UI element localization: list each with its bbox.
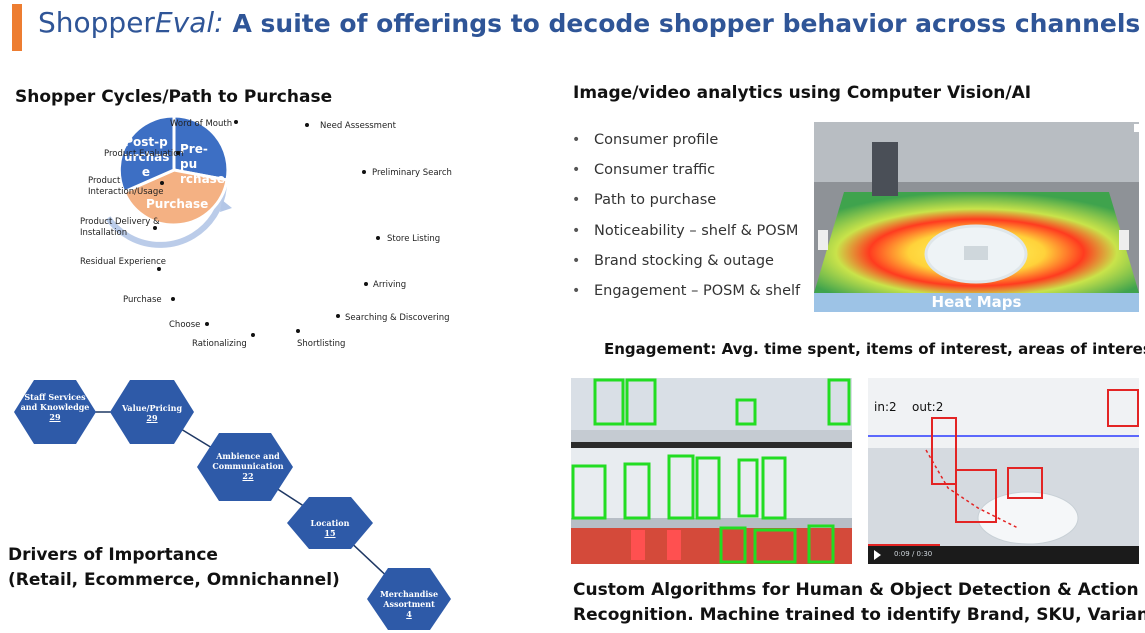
- brand-name: Shopper: [38, 6, 155, 39]
- drivers-heading: Drivers of Importance (Retail, Ecommerce…: [8, 545, 340, 590]
- drivers-hexagon-chain: [14, 380, 451, 630]
- driver-ambience-label: Ambience and Communication 22: [208, 451, 288, 481]
- custom-algorithms-text: Custom Algorithms for Human & Object Det…: [573, 580, 1145, 625]
- shelf-illustration: [571, 378, 852, 564]
- stage-label: Purchase: [123, 295, 162, 305]
- stage-label: Product Evaluation: [104, 149, 184, 159]
- stage-dot: [251, 333, 255, 337]
- cycle-heading: Shopper Cycles/Path to Purchase: [15, 87, 333, 107]
- people-tracking-image: in:2 out:2 0:09 / 0:30: [868, 378, 1139, 564]
- heatmap-illustration: [814, 122, 1139, 312]
- stage-dot: [362, 170, 366, 174]
- tracking-out-count: out:2: [912, 400, 944, 414]
- tracking-illustration: [868, 378, 1139, 564]
- segment-label-pre-purchase: Pre-pu rchase: [180, 142, 225, 186]
- stage-label: Arriving: [373, 280, 407, 290]
- stage-dot: [205, 322, 209, 326]
- stage-dot: [160, 181, 164, 185]
- segment-label-post-purchase: Post-p urchas e: [124, 135, 170, 179]
- page-title: ShopperEval: A suite of offerings to dec…: [38, 6, 1140, 39]
- vision-bullet-list: Consumer profile Consumer traffic Path t…: [572, 132, 800, 313]
- list-item: Engagement – POSM & shelf: [572, 283, 800, 313]
- segment-post-purchase: [117, 114, 176, 194]
- stage-dot: [176, 151, 180, 155]
- driver-merchandise-value: 4: [406, 609, 412, 619]
- stage-dot: [305, 123, 309, 127]
- stage-dot: [157, 267, 161, 271]
- title-accent-bar: [12, 4, 22, 51]
- stage-label: Word of Mouth: [170, 119, 233, 129]
- driver-location-value: 15: [324, 528, 336, 538]
- driver-location-label: Location 15: [295, 518, 365, 538]
- stage-label: Product Delivery & Installation: [80, 217, 160, 238]
- stage-label: Store Listing: [387, 234, 441, 244]
- list-item: Consumer profile: [572, 132, 800, 162]
- stage-label: Need Assessment: [320, 121, 396, 131]
- list-item: Path to purchase: [572, 192, 800, 222]
- stage-dot: [171, 297, 175, 301]
- segment-label-purchase: Purchase: [146, 197, 209, 211]
- tracking-in-count: in:2: [874, 400, 897, 414]
- list-item: Noticeability – shelf & POSM: [572, 223, 800, 253]
- hexagon-ambience: [197, 433, 293, 501]
- heatmap-image: Heat Maps: [814, 122, 1139, 312]
- engagement-heading: Engagement: Avg. time spent, items of in…: [604, 340, 1145, 358]
- brand-name-italic: Eval:: [154, 6, 224, 39]
- stage-dot: [364, 282, 368, 286]
- list-item: Consumer traffic: [572, 162, 800, 192]
- hexagon-merchandise: [367, 568, 451, 630]
- driver-merchandise-label: Merchandise Assortment 4: [374, 589, 444, 619]
- stage-label: Product Interaction/Usage: [88, 176, 164, 197]
- shelf-detection-image: [571, 378, 852, 564]
- driver-value-value: 29: [146, 413, 158, 423]
- hexagon-value: [110, 380, 194, 444]
- shopper-cycle-diagram: Pre-pu rchase Purchase Post-p urchas e W…: [0, 108, 470, 358]
- stage-label: Residual Experience: [80, 257, 167, 267]
- driver-ambience-value: 22: [242, 471, 254, 481]
- page-subtitle: A suite of offerings to decode shopper b…: [232, 9, 1141, 38]
- stage-dot: [296, 329, 300, 333]
- heatmap-caption: Heat Maps: [814, 293, 1139, 312]
- stage-label: Searching & Discovering: [345, 313, 450, 323]
- stage-label: Choose: [169, 320, 201, 330]
- segment-purchase: [122, 168, 229, 227]
- list-item: Brand stocking & outage: [572, 253, 800, 283]
- stage-label: Preliminary Search: [372, 168, 452, 178]
- video-play-icon[interactable]: [870, 548, 884, 562]
- video-timestamp: 0:09 / 0:30: [894, 550, 933, 558]
- driver-staff-label: Staff Services and Knowledge 29: [20, 392, 90, 422]
- vision-heading: Image/video analytics using Computer Vis…: [573, 83, 1032, 103]
- stage-dot: [153, 226, 157, 230]
- segment-pre-purchase: [172, 114, 230, 182]
- cycle-pie: [105, 114, 232, 248]
- stage-label: Rationalizing: [192, 339, 247, 349]
- stage-dot: [234, 120, 238, 124]
- hexagon-location: [287, 497, 373, 549]
- stage-label: Shortlisting: [297, 339, 346, 349]
- stage-dot: [376, 236, 380, 240]
- driver-value-label: Value/Pricing 29: [117, 403, 187, 423]
- hexagon-staff: [14, 380, 96, 444]
- stage-dot: [336, 314, 340, 318]
- driver-staff-value: 29: [49, 412, 61, 422]
